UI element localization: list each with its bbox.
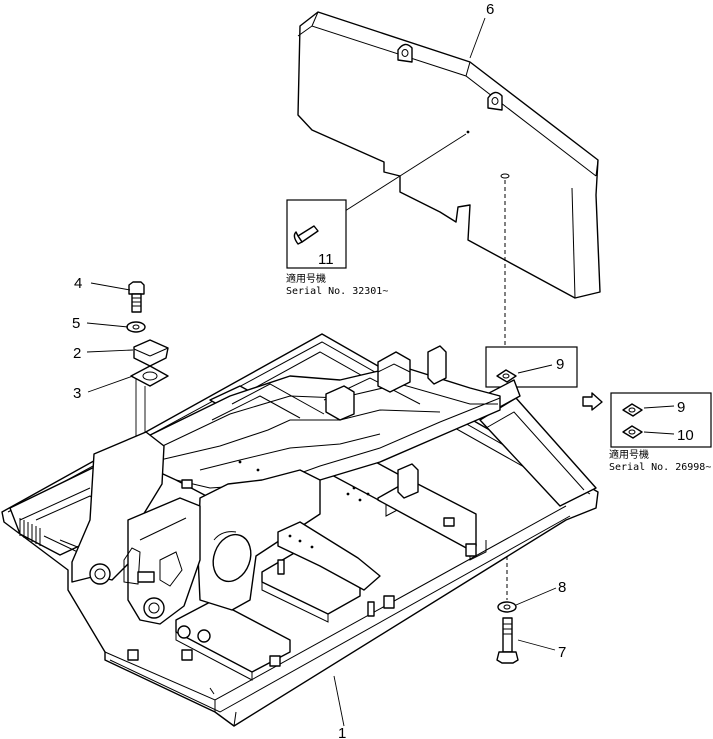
note-9-10-serial: Serial No. 26998~ xyxy=(609,462,711,473)
callout-10: 10 xyxy=(677,427,694,444)
arrow-right-icon xyxy=(582,392,603,411)
callout-5: 5 xyxy=(72,315,80,332)
callout-8: 8 xyxy=(558,579,566,596)
note-9-10-jp: 適用号機 xyxy=(609,448,649,461)
note-11-serial: Serial No. 32301~ xyxy=(286,286,388,297)
inset-box-part-9 xyxy=(485,346,578,388)
callout-7: 7 xyxy=(558,644,566,661)
gasket-part-3 xyxy=(130,365,169,387)
inset-box-parts-9-10 xyxy=(610,392,712,448)
callout-2: 2 xyxy=(73,345,81,362)
callout-4: 4 xyxy=(74,275,82,292)
cover-plate-part-6 xyxy=(297,11,601,299)
callout-11: 11 xyxy=(318,251,334,268)
callout-3: 3 xyxy=(73,385,81,402)
inset-box-part-11 xyxy=(286,199,347,269)
callout-1: 1 xyxy=(338,725,346,739)
main-frame-part-1 xyxy=(1,333,599,727)
callout-6: 6 xyxy=(486,1,494,18)
note-11-jp: 適用号機 xyxy=(286,272,326,285)
callout-9-upper: 9 xyxy=(556,356,564,373)
bolt-part-7 xyxy=(496,617,519,664)
cap-plate-part-2 xyxy=(133,339,169,367)
bolt-part-4 xyxy=(128,281,145,313)
callout-9-right: 9 xyxy=(677,399,685,416)
washer-part-5 xyxy=(126,321,146,333)
washer-part-8 xyxy=(497,601,517,613)
